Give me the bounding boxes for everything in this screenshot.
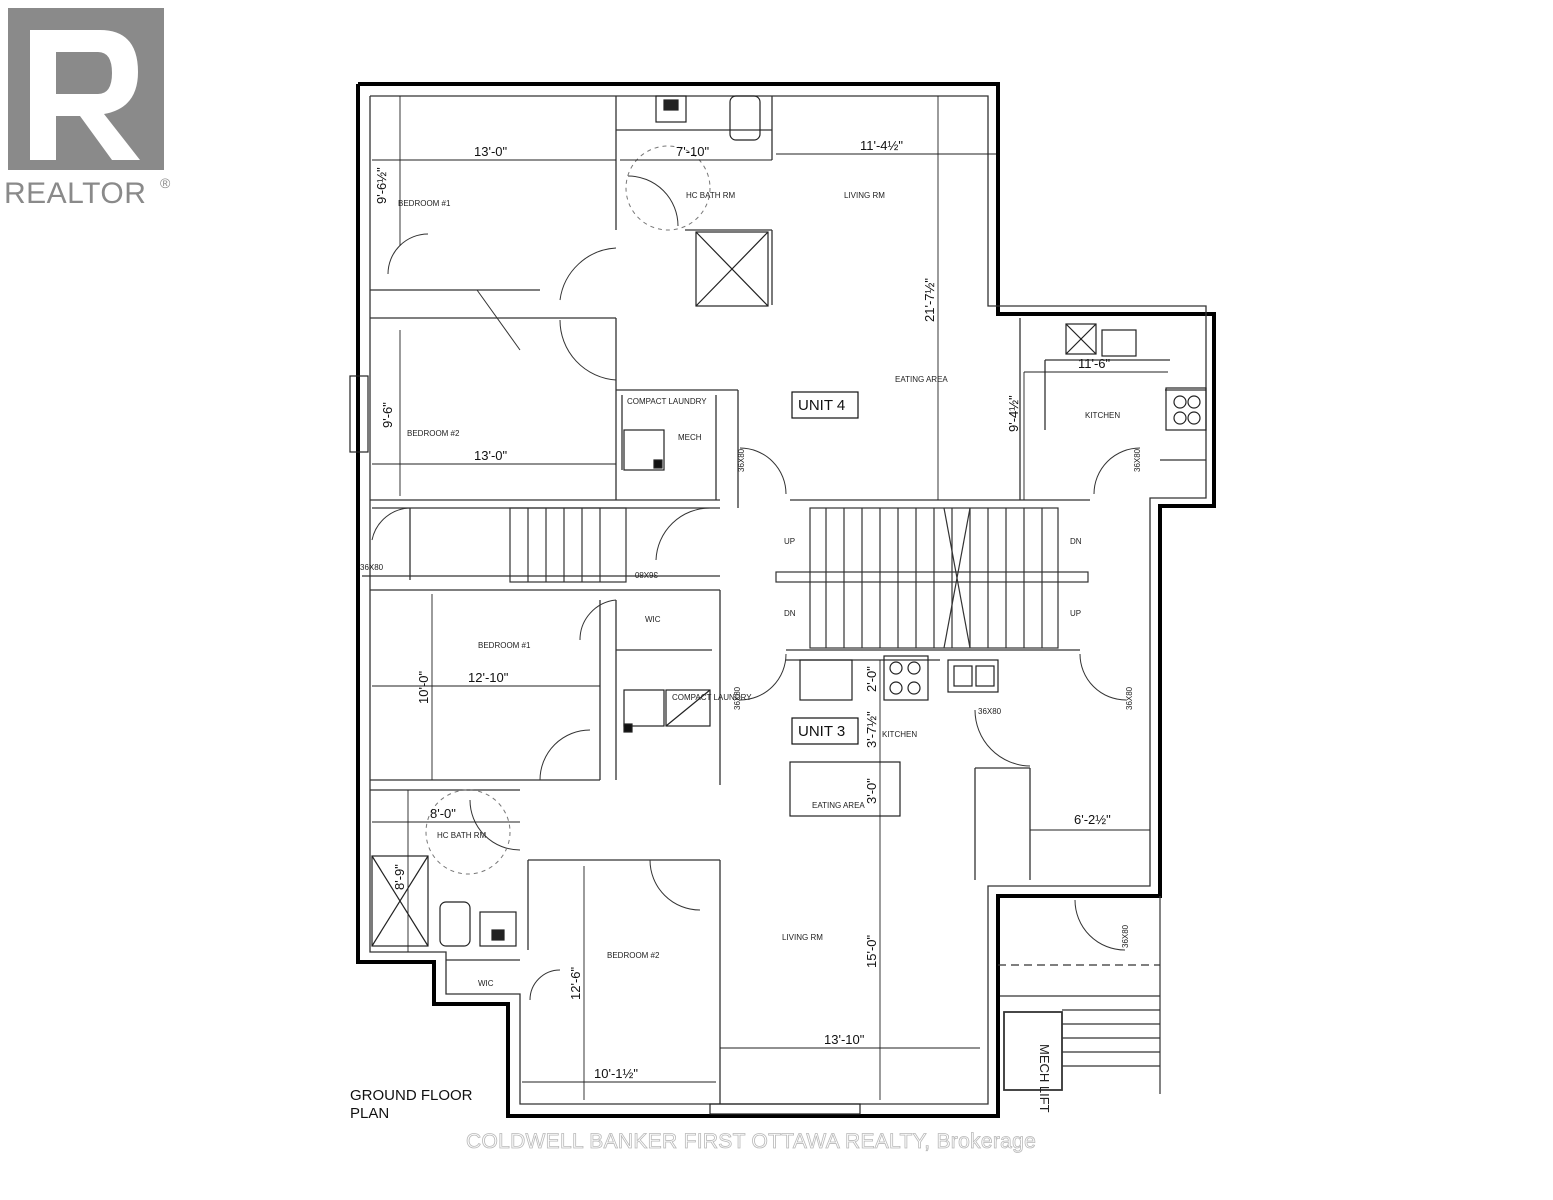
door-size-label: 36X80 bbox=[733, 686, 742, 710]
dimension-text: 13'-0" bbox=[474, 144, 508, 159]
washer-icon-2 bbox=[623, 689, 665, 727]
toilet-icon bbox=[729, 95, 761, 141]
registered-mark: ® bbox=[160, 175, 171, 191]
room-label: KITCHEN bbox=[882, 730, 917, 739]
dimension-text: 21'-7½" bbox=[922, 278, 937, 322]
dimension-text: 6'-2½" bbox=[1074, 812, 1111, 827]
stair-label: UP bbox=[1070, 609, 1081, 618]
washer-icon bbox=[623, 429, 665, 471]
dimension-lines bbox=[372, 96, 1168, 1100]
exterior-walls bbox=[356, 82, 1216, 1118]
room-label: LIVING RM bbox=[782, 933, 823, 942]
dimension-text: 8'-9" bbox=[392, 864, 407, 890]
window bbox=[349, 375, 369, 453]
room-label: BEDROOM #2 bbox=[607, 951, 660, 960]
plan-title-line1: GROUND FLOOR bbox=[350, 1087, 473, 1104]
sink-icon-2 bbox=[479, 911, 517, 947]
room-label: COMPACT LAUNDRY bbox=[672, 693, 752, 702]
dimension-text: 9'-6" bbox=[380, 402, 395, 428]
dimension-text: 9'-6½" bbox=[374, 167, 389, 204]
dimension-text: 2'-0" bbox=[864, 666, 879, 692]
door-size-label: 36X80 bbox=[737, 448, 746, 472]
mech-lift-label: MECH LIFT bbox=[1037, 1044, 1052, 1113]
dimension-text: 3'-0" bbox=[864, 778, 879, 804]
dimension-text: 11'-6" bbox=[1078, 356, 1111, 371]
dimension-text: 11'-4½" bbox=[860, 138, 903, 153]
room-label: WIC bbox=[478, 979, 494, 988]
room-label: BEDROOM #1 bbox=[398, 199, 451, 208]
dimension-text: 9'-4½" bbox=[1006, 395, 1021, 432]
fridge-icon bbox=[799, 659, 853, 701]
kitchen-sink-icon bbox=[1101, 329, 1137, 357]
unit-3-tag: UNIT 3 bbox=[791, 717, 859, 745]
stove-icon bbox=[1065, 323, 1097, 355]
dimension-text: 8'-0" bbox=[430, 806, 456, 821]
realtor-logo: REALTOR ® bbox=[4, 8, 171, 210]
left-stairs bbox=[509, 507, 627, 583]
double-sink-icon bbox=[947, 659, 999, 693]
dimension-text: 7'-10" bbox=[676, 144, 710, 159]
room-label: BEDROOM #1 bbox=[478, 641, 531, 650]
stair-label: DN bbox=[1070, 537, 1082, 546]
dimension-text: 12'-10" bbox=[468, 670, 509, 685]
room-label: COMPACT LAUNDRY bbox=[627, 397, 707, 406]
shower-icon bbox=[695, 231, 769, 307]
room-label: HC BATH RM bbox=[437, 831, 487, 840]
center-stairs bbox=[775, 507, 1089, 649]
room-label: EATING AREA bbox=[812, 801, 865, 810]
door-size-label: 36X80 bbox=[1121, 924, 1130, 948]
dimension-text: 10'-1½" bbox=[594, 1066, 638, 1081]
realtor-wordmark: REALTOR bbox=[4, 177, 146, 210]
range-icon bbox=[1165, 387, 1207, 431]
shower-icon-2 bbox=[371, 855, 429, 947]
door-size-label: 36X80 bbox=[360, 563, 384, 572]
door-swings bbox=[371, 145, 1141, 1001]
dimension-text: 15'-0" bbox=[864, 934, 879, 968]
window-2 bbox=[709, 1103, 861, 1115]
room-label: EATING AREA bbox=[895, 375, 948, 384]
room-label: HC BATH RM bbox=[686, 191, 736, 200]
room-label: LIVING RM bbox=[844, 191, 885, 200]
dimension-text: 10'-0" bbox=[416, 670, 431, 704]
entry-steps bbox=[1000, 896, 1161, 1094]
unit-label: UNIT 3 bbox=[798, 723, 845, 740]
room-label: KITCHEN bbox=[1085, 411, 1120, 420]
cooktop-icon bbox=[883, 655, 929, 701]
fixtures bbox=[349, 95, 1207, 1115]
toilet-icon-2 bbox=[439, 901, 471, 947]
kitchen-island bbox=[789, 761, 901, 817]
plan-title-line2: PLAN bbox=[350, 1105, 389, 1122]
interior-wall-lines bbox=[362, 95, 1207, 1105]
dimension-text: 12'-6" bbox=[568, 966, 583, 1000]
door-size-label: 36X80 bbox=[1133, 448, 1142, 472]
door-size-label: 36X80 bbox=[634, 570, 658, 579]
dimension-text: 13'-10" bbox=[824, 1032, 865, 1047]
stair-label: UP bbox=[784, 537, 795, 546]
room-label: BEDROOM #2 bbox=[407, 429, 460, 438]
dimension-text: 13'-0" bbox=[474, 448, 508, 463]
room-label: WIC bbox=[645, 615, 661, 624]
unit-label: UNIT 4 bbox=[798, 397, 845, 414]
dimension-text: 3'-7½" bbox=[864, 711, 879, 748]
stair-label: DN bbox=[784, 609, 796, 618]
unit-4-tag: UNIT 4 bbox=[791, 391, 859, 419]
brokerage-watermark: COLDWELL BANKER FIRST OTTAWA REALTY, Bro… bbox=[466, 1130, 1036, 1153]
room-label: MECH bbox=[678, 433, 702, 442]
door-size-label: 36X80 bbox=[978, 707, 1002, 716]
sink-icon bbox=[655, 95, 687, 123]
door-size-label: 36X80 bbox=[1125, 686, 1134, 710]
